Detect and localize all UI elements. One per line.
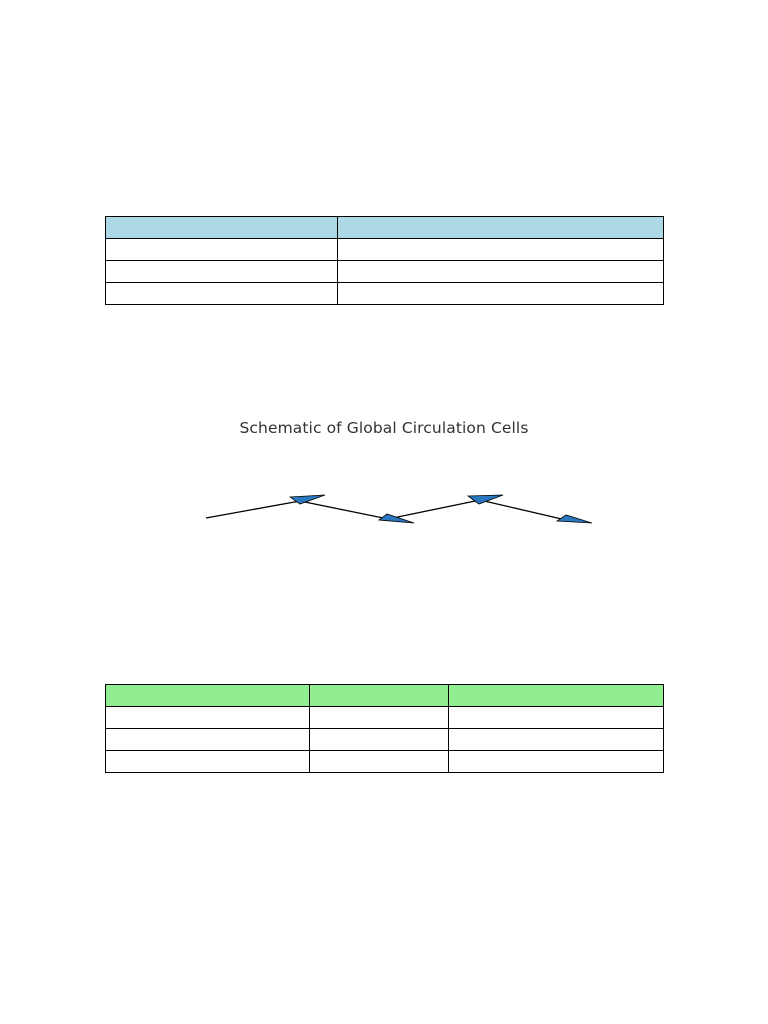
flow-arrow-icon <box>555 514 593 524</box>
table-row <box>105 260 664 283</box>
flow-arrow-icon <box>288 494 326 505</box>
table-row <box>105 282 664 305</box>
table-row <box>105 706 664 729</box>
table-cell <box>337 260 664 283</box>
table-cell <box>337 238 664 261</box>
table-header-cell <box>448 684 664 707</box>
table-cell <box>309 706 449 729</box>
table-header-row <box>105 684 664 707</box>
table-cell <box>105 750 310 773</box>
table-cell <box>105 728 310 751</box>
table-cell <box>309 750 449 773</box>
circulation-schematic <box>205 494 593 524</box>
table-cell <box>105 282 338 305</box>
table-cell <box>105 260 338 283</box>
table-cell <box>448 728 664 751</box>
table-cell <box>105 238 338 261</box>
table-row <box>105 238 664 261</box>
table-row <box>105 750 664 773</box>
table-header-cell <box>337 216 664 239</box>
table-cell <box>448 706 664 729</box>
table-top <box>105 216 664 305</box>
table-cell <box>309 728 449 751</box>
table-cell <box>337 282 664 305</box>
table-header-cell <box>105 216 338 239</box>
figure-title: Schematic of Global Circulation Cells <box>239 419 529 437</box>
table-row <box>105 728 664 751</box>
flow-arrow-icon <box>466 494 504 505</box>
table-cell <box>448 750 664 773</box>
table-header-cell <box>105 684 310 707</box>
flow-arrow-icon <box>377 513 415 524</box>
table-cell <box>105 706 310 729</box>
table-header-cell <box>309 684 449 707</box>
table-bottom <box>105 684 664 773</box>
table-header-row <box>105 216 664 239</box>
